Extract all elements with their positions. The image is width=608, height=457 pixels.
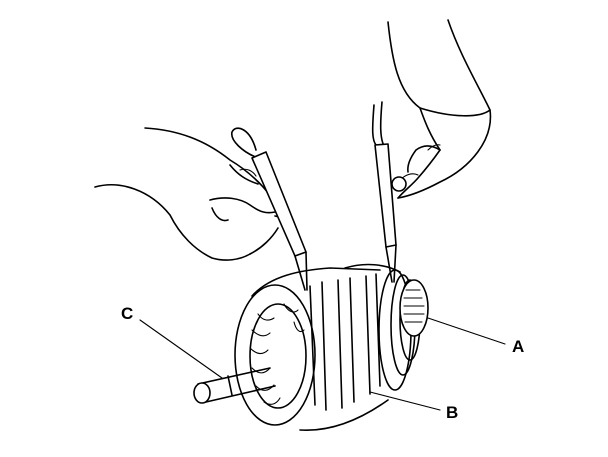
leader-lines bbox=[139, 317, 506, 411]
right-hand bbox=[387, 19, 492, 199]
callout-b: B bbox=[446, 403, 459, 422]
left-hand bbox=[94, 127, 288, 261]
armature-shaft bbox=[193, 367, 276, 404]
leader-line-c bbox=[139, 319, 223, 379]
right-probe bbox=[371, 101, 407, 283]
left-probe bbox=[231, 127, 308, 291]
commutator bbox=[399, 279, 429, 337]
callout-a: A bbox=[512, 337, 525, 356]
leader-line-a bbox=[427, 317, 506, 345]
armature-core bbox=[234, 263, 421, 431]
callout-c: C bbox=[121, 304, 134, 323]
leader-line-b bbox=[369, 391, 441, 411]
